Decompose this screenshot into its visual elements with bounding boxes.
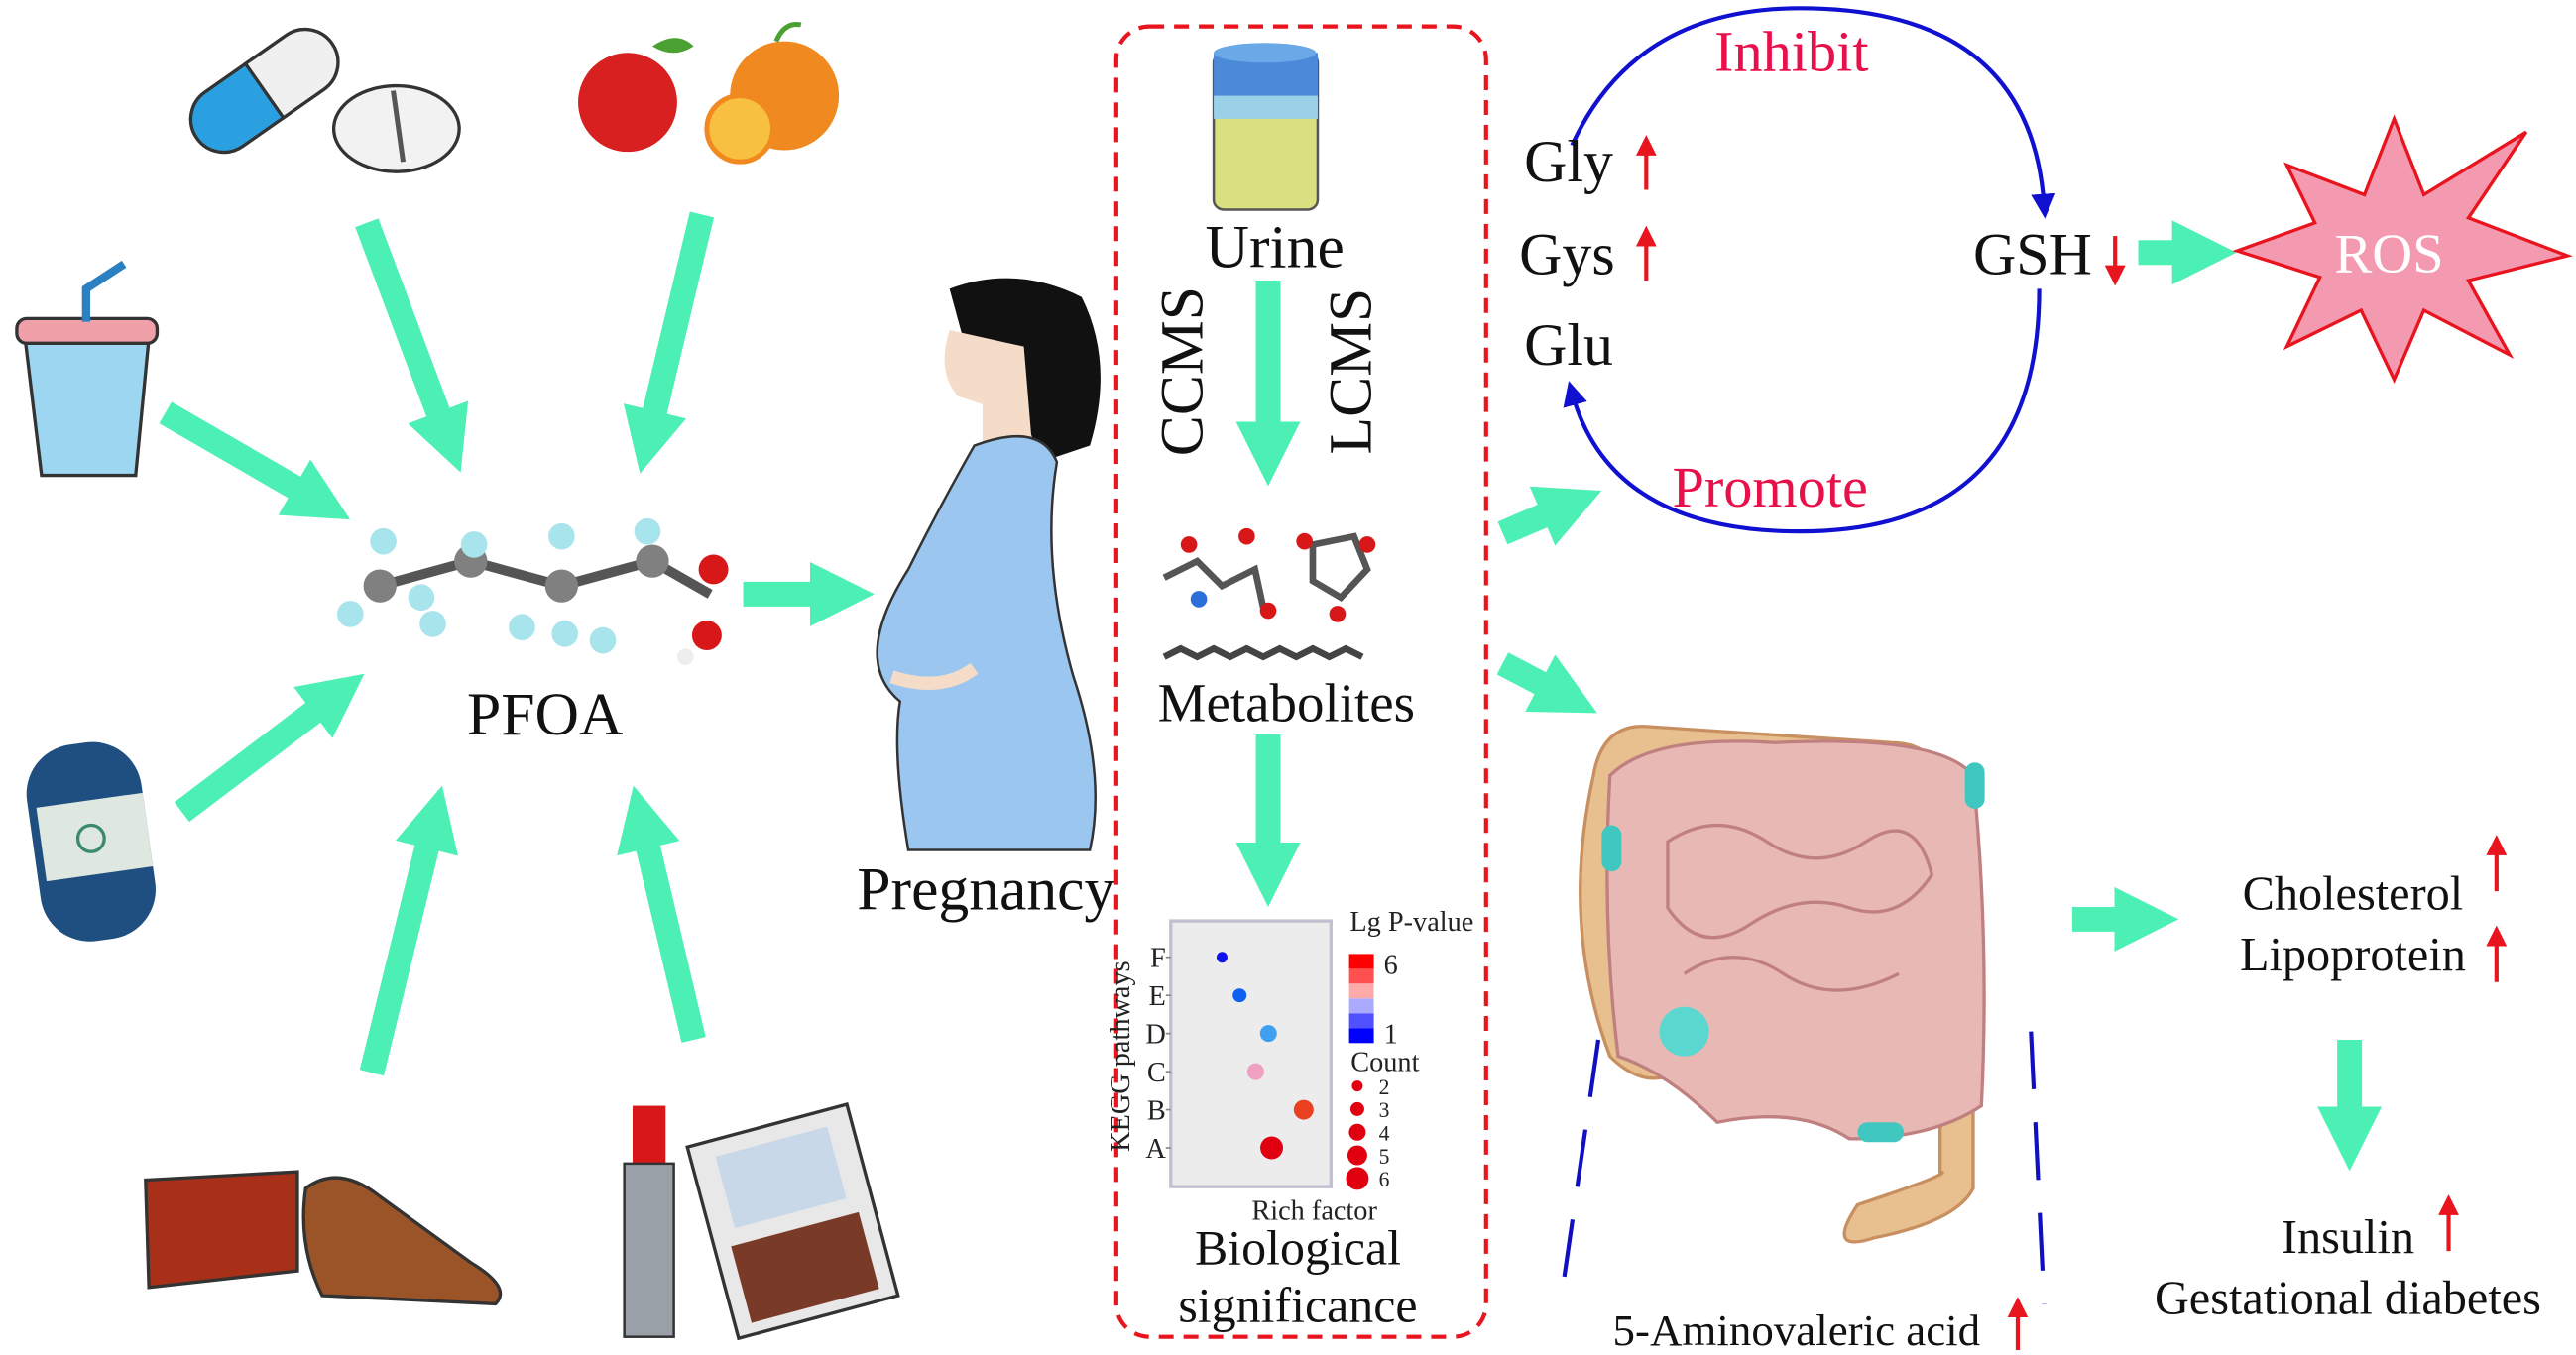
inhibit-label: Inhibit <box>1714 20 1868 84</box>
ros-label: ROS <box>2335 224 2444 285</box>
y-tick-label: A <box>1145 1134 1166 1165</box>
color-legend-title: Lg P-value <box>1349 907 1473 938</box>
gsh-label: GSH <box>1973 221 2092 286</box>
data-point-A <box>1260 1136 1284 1160</box>
size-legend-dot <box>1347 1145 1367 1166</box>
ccms-label: CCMS <box>1148 286 1216 456</box>
gys-label: Gys <box>1519 221 1615 286</box>
metabolites-label: Metabolites <box>1158 673 1415 734</box>
glu-label: Glu <box>1524 312 1613 378</box>
flow-arrows <box>159 211 2383 1172</box>
size-legend-dot <box>1351 1080 1363 1092</box>
metabolite-molecules-icon <box>1162 527 1376 661</box>
pfoa-label: PFOA <box>467 681 624 748</box>
y-tick-label: E <box>1148 981 1165 1012</box>
inhibit-arrow <box>1570 6 2056 219</box>
pills-icon <box>188 27 461 173</box>
yarn-icon <box>26 741 156 942</box>
size-legend-label: 3 <box>1379 1098 1390 1122</box>
size-legend-title: Count <box>1350 1048 1419 1078</box>
fruit-icon <box>578 22 840 165</box>
intestine-icon <box>1579 724 1986 1244</box>
gly-label: Gly <box>1524 129 1613 194</box>
y-tick-label: C <box>1147 1058 1166 1088</box>
change-arrows <box>1635 135 2508 1351</box>
y-tick-label: B <box>1147 1096 1166 1127</box>
size-legend-dot <box>1346 1167 1369 1190</box>
drinking-cup-icon <box>15 260 160 478</box>
size-legend-label: 6 <box>1379 1168 1390 1191</box>
size-legend-label: 4 <box>1379 1122 1390 1146</box>
y-tick-label: D <box>1145 1020 1165 1051</box>
size-legend-dot <box>1349 1101 1364 1116</box>
color-legend-max: 6 <box>1384 950 1398 980</box>
pregnancy-label: Pregnancy <box>857 855 1114 923</box>
x-axis-label: Rich factor <box>1251 1195 1377 1226</box>
data-point-B <box>1293 1099 1314 1120</box>
zoom-line-right <box>2029 1031 2047 1304</box>
lcms-label: LCMS <box>1317 288 1384 455</box>
aminovaleric-acid-label: 5-Aminovaleric acid <box>1613 1305 1981 1355</box>
size-legend-label: 5 <box>1379 1145 1390 1169</box>
lipoprotein-label: Lipoprotein <box>2240 929 2466 981</box>
color-bar <box>1348 954 1374 1044</box>
wallet-and-shoe-icon <box>144 1170 503 1306</box>
data-point-D <box>1259 1025 1277 1043</box>
significance-line1: Biological <box>1195 1219 1401 1275</box>
zoom-line-left <box>1558 1039 1601 1304</box>
significance-line2: significance <box>1178 1278 1417 1333</box>
urine-beaker-icon <box>1212 43 1320 211</box>
cholesterol-label: Cholesterol <box>2243 867 2464 920</box>
gestational-diabetes-label: Gestational diabetes <box>2155 1272 2541 1324</box>
plot-area <box>1169 919 1333 1188</box>
urine-label: Urine <box>1206 214 1345 282</box>
promote-arrow <box>1563 288 2042 534</box>
pregnant-woman-icon <box>876 278 1101 851</box>
promote-label: Promote <box>1672 455 1867 519</box>
analysis-box <box>1113 24 1488 1339</box>
data-point-E <box>1232 988 1247 1003</box>
data-point-F <box>1216 952 1228 963</box>
insulin-label: Insulin <box>2282 1211 2414 1264</box>
ros-burst-icon <box>2232 114 2573 385</box>
color-legend-min: 1 <box>1384 1019 1398 1050</box>
data-point-C <box>1246 1063 1264 1080</box>
y-tick-label: F <box>1150 944 1166 974</box>
pfoa-molecule-icon <box>336 517 729 666</box>
lipstick-and-eyeshadow-icon <box>623 1102 900 1341</box>
y-axis-label: KEGG pathways <box>1106 960 1136 1152</box>
size-legend-label: 2 <box>1379 1075 1390 1099</box>
size-legend-dot <box>1348 1123 1366 1141</box>
